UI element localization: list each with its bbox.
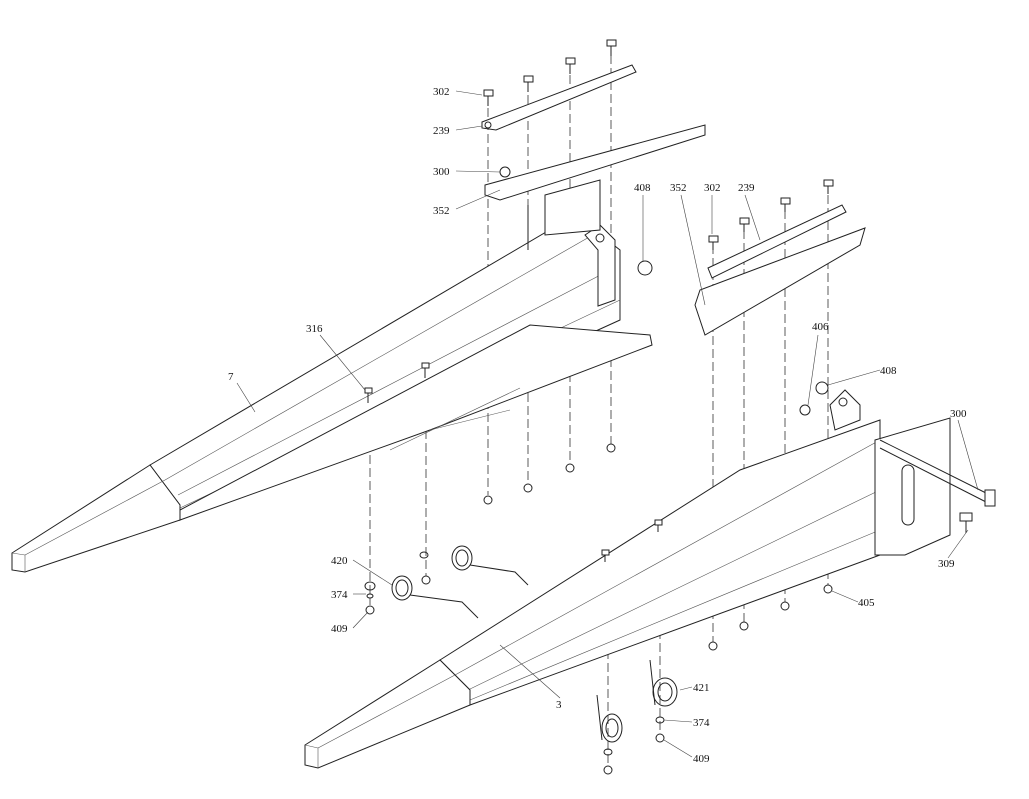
callout-352: 352 [670, 182, 687, 194]
callout-421: 421 [693, 682, 710, 694]
callout-409: 409 [693, 753, 710, 765]
callout-352: 352 [433, 205, 450, 217]
bolt-part-309 [959, 512, 973, 533]
callout-406: 406 [812, 321, 829, 333]
callout-309: 309 [938, 558, 955, 570]
callout-408: 408 [634, 182, 651, 194]
callout-409: 409 [331, 623, 348, 635]
arm-part-3 [304, 389, 951, 769]
callout-3: 3 [556, 699, 562, 711]
bar-part-239-left [481, 64, 637, 131]
pin-part-300 [879, 439, 996, 507]
callout-302: 302 [433, 86, 450, 98]
callout-405: 405 [858, 597, 875, 609]
leader-lines [236, 90, 979, 758]
callout-316: 316 [306, 323, 323, 335]
plate-part-352-right [694, 227, 866, 336]
callout-7: 7 [228, 371, 234, 383]
nuts [365, 260, 833, 775]
callout-labels: 302 239 300 352 408 352 302 239 316 7 40… [228, 86, 967, 765]
springs [364, 545, 678, 756]
arm-part-7 [11, 214, 653, 573]
callout-408: 408 [880, 365, 897, 377]
callout-300: 300 [950, 408, 967, 420]
callout-239: 239 [433, 125, 450, 137]
callout-374: 374 [693, 717, 710, 729]
callout-374: 374 [331, 589, 348, 601]
bolts [364, 39, 834, 562]
callout-239: 239 [738, 182, 755, 194]
bar-part-239-right [707, 204, 847, 279]
plate-part-352-left [484, 124, 706, 250]
callout-420: 420 [331, 555, 348, 567]
callout-302: 302 [704, 182, 721, 194]
callout-300: 300 [433, 166, 450, 178]
